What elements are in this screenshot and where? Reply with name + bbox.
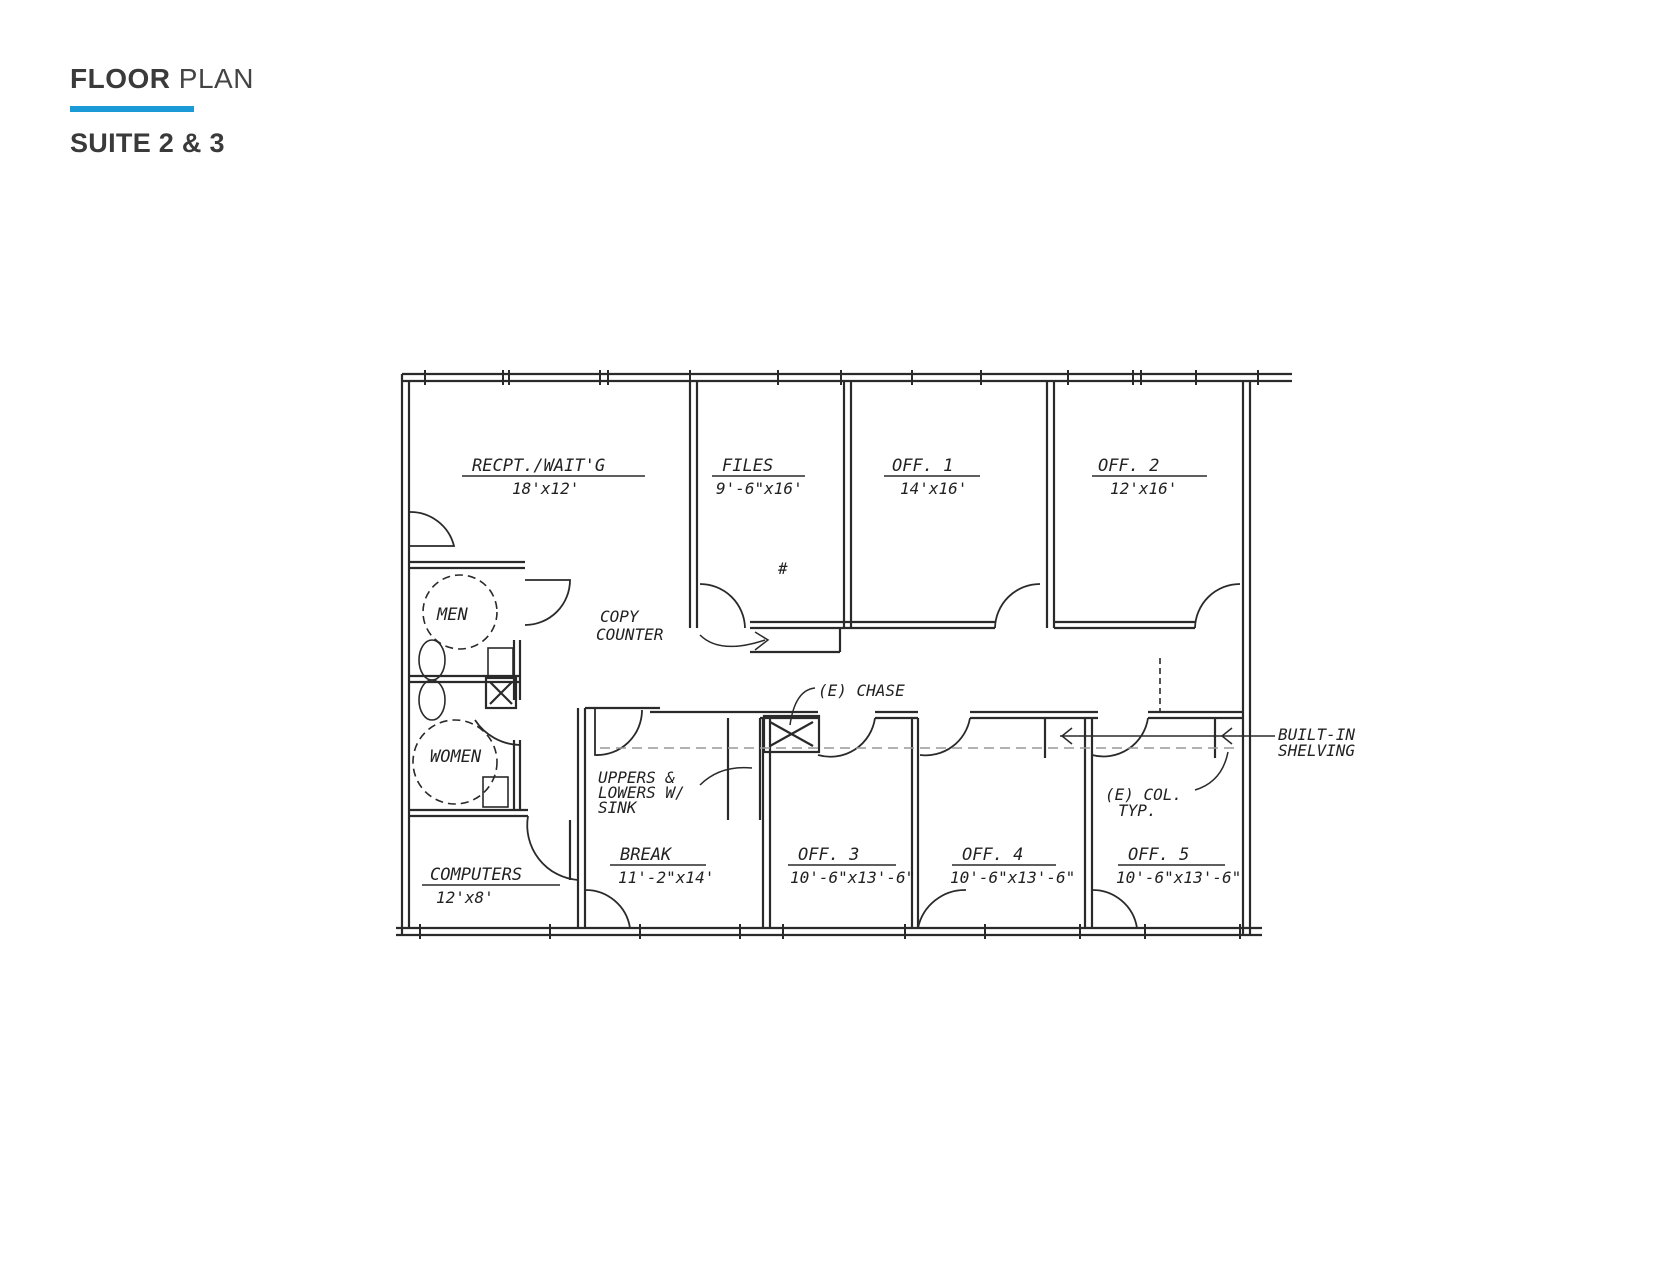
room-labels: RECPT./WAIT'G 18'x12' FILES 9'-6"x16' OF… xyxy=(422,456,1241,907)
door-swings xyxy=(408,511,1241,929)
shelving-label-1: BUILT-IN xyxy=(1278,725,1355,744)
room-size-off5: 10'-6"x13'-6" xyxy=(1116,868,1241,887)
room-label-off1: OFF. 1 xyxy=(892,456,953,476)
title-light: PLAN xyxy=(178,63,254,94)
exterior-walls xyxy=(396,370,1292,939)
fixtures xyxy=(412,574,1240,808)
uppers-label-2: LOWERS W/ xyxy=(598,783,685,802)
copy-label-1: COPY xyxy=(600,607,640,626)
room-size-computers: 12'x8' xyxy=(436,888,494,907)
column-label-1: (E) COL. xyxy=(1105,785,1182,804)
column-label-2: TYP. xyxy=(1118,801,1157,820)
suite-subtitle: SUITE 2 & 3 xyxy=(70,128,225,158)
page-title: FLOOR PLAN xyxy=(70,62,254,96)
room-size-recpt: 18'x12' xyxy=(512,479,579,498)
room-label-off5: OFF. 5 xyxy=(1128,845,1189,865)
room-size-break: 11'-2"x14' xyxy=(618,868,714,887)
room-label-files: FILES xyxy=(722,456,773,476)
room-label-recpt: RECPT./WAIT'G xyxy=(472,456,605,476)
room-label-women: WOMEN xyxy=(430,747,482,767)
room-label-off3: OFF. 3 xyxy=(798,845,859,865)
annotations: # COPY COUNTER (E) CHASE UPPERS & LOWERS… xyxy=(596,559,1355,820)
copy-label-2: COUNTER xyxy=(596,625,663,644)
room-size-off3: 10'-6"x13'-6" xyxy=(790,868,915,887)
room-label-men: MEN xyxy=(436,605,468,625)
shelving-label-2: SHELVING xyxy=(1278,741,1355,760)
room-label-off2: OFF. 2 xyxy=(1098,456,1159,476)
room-size-off2: 12'x16' xyxy=(1110,479,1177,498)
copy-arrow-icon xyxy=(699,634,766,648)
hash-mark: # xyxy=(777,559,788,578)
page-header: FLOOR PLAN SUITE 2 & 3 xyxy=(70,62,254,159)
uppers-arrow-icon xyxy=(699,766,753,786)
room-size-files: 9'-6"x16' xyxy=(716,479,803,498)
room-size-off1: 14'x16' xyxy=(900,479,967,498)
room-size-off4: 10'-6"x13'-6" xyxy=(950,868,1075,887)
room-label-break: BREAK xyxy=(620,845,673,865)
column-leader-icon xyxy=(1194,751,1229,791)
uppers-label-1: UPPERS & xyxy=(598,768,675,787)
room-label-computers: COMPUTERS xyxy=(430,865,522,885)
chase-leader-icon xyxy=(789,687,816,726)
title-bold: FLOOR xyxy=(70,63,171,94)
uppers-label-3: SINK xyxy=(598,798,638,817)
title-accent-bar xyxy=(70,106,194,112)
chase-label: (E) CHASE xyxy=(818,681,905,700)
room-label-off4: OFF. 4 xyxy=(962,845,1023,865)
